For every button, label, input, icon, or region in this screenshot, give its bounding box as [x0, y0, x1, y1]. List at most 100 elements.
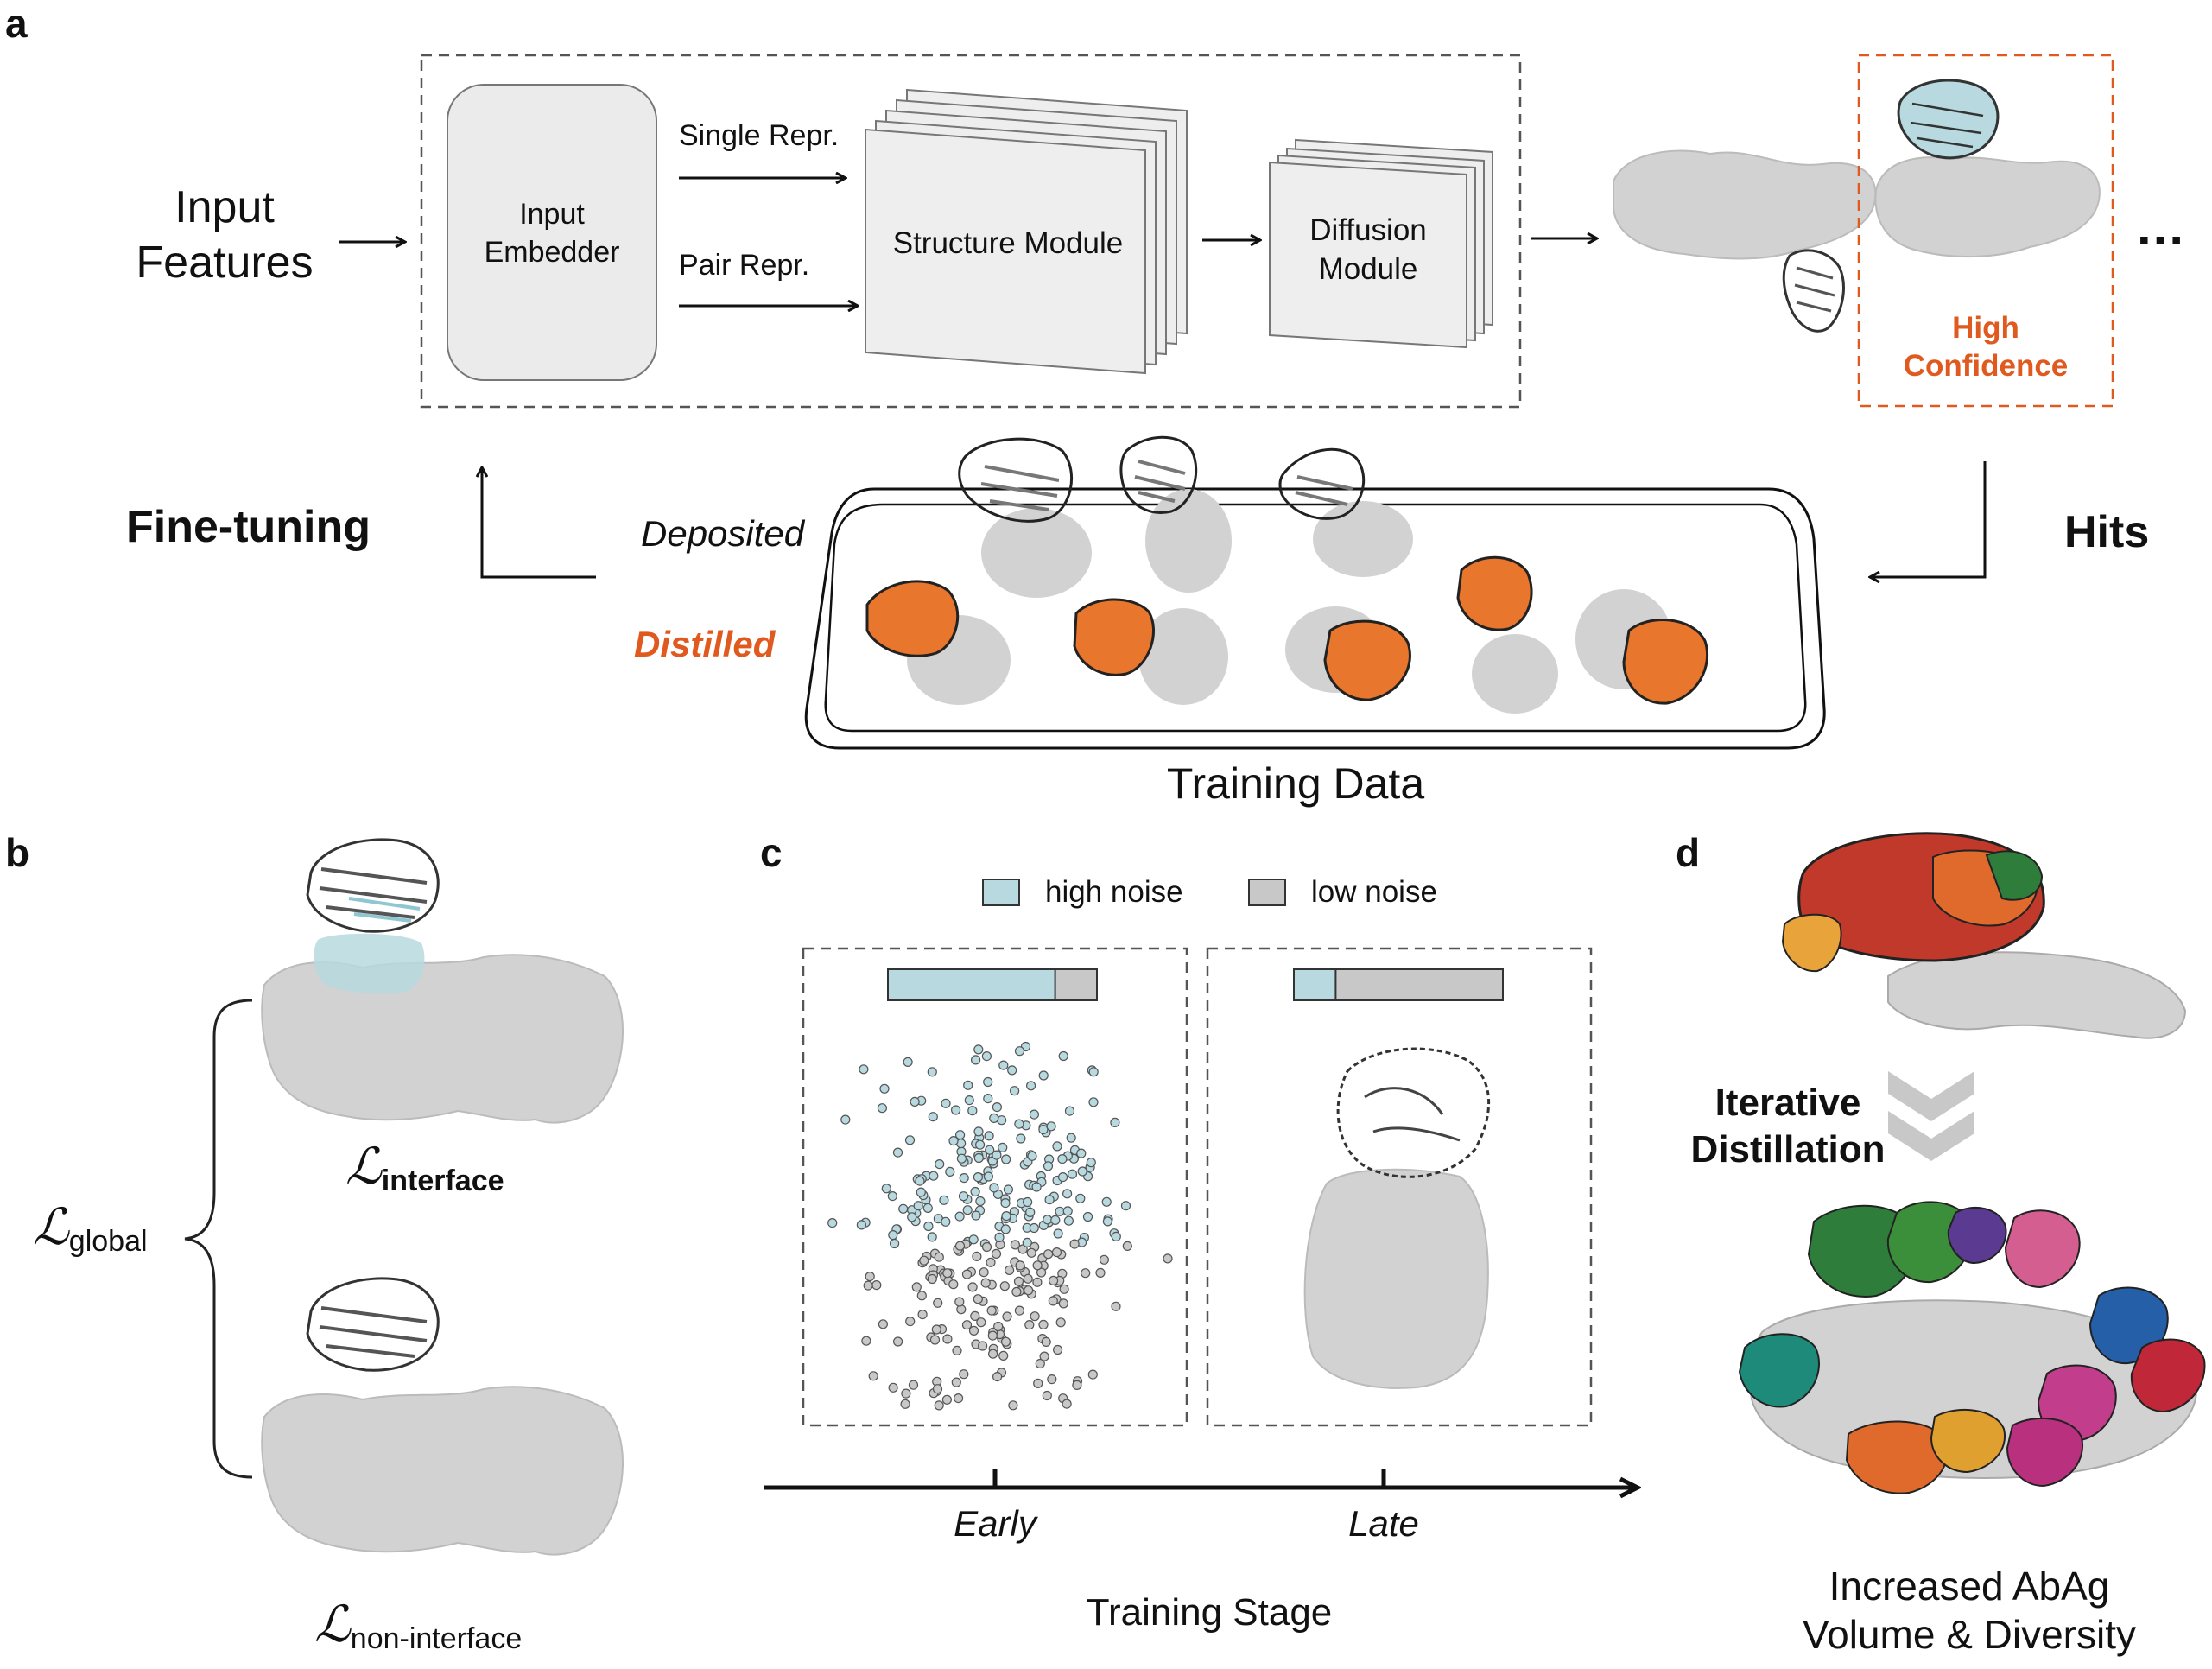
scatter-point	[1038, 1124, 1049, 1135]
ellipsis: ...	[2137, 198, 2186, 256]
scatter-point	[967, 1282, 978, 1292]
scatter-point	[927, 1067, 937, 1077]
scatter-point	[953, 1393, 964, 1404]
scatter-point	[1057, 1153, 1068, 1164]
scatter-point	[1002, 1311, 1012, 1322]
scatter-point	[998, 1060, 1009, 1070]
scatter-point	[984, 1131, 994, 1141]
loss-interface-sub: interface	[381, 1164, 504, 1197]
scatter-point	[1000, 1224, 1011, 1234]
scatter-point	[973, 1171, 984, 1183]
scatter-point	[941, 1098, 951, 1108]
scatter-point	[964, 1095, 974, 1106]
scatter-point	[1042, 1390, 1052, 1401]
input-features-line2: Features	[136, 238, 314, 288]
early-bar-low-part	[1055, 969, 1097, 1000]
tick-late-label: Late	[1348, 1503, 1419, 1544]
scatter-point	[1022, 1237, 1032, 1248]
scatter-point	[928, 1112, 938, 1122]
scatter-point	[1120, 1201, 1131, 1211]
scatter-point	[1076, 1148, 1087, 1158]
scatter-point	[967, 1106, 978, 1116]
structure-module-stack	[865, 88, 1188, 375]
scatter-point	[901, 1388, 911, 1399]
late-box	[1206, 947, 1593, 1427]
input-features-line1: Input	[174, 182, 275, 232]
scatter-point	[1088, 1097, 1099, 1107]
diffusion-module-label: Diffusion Module	[1270, 211, 1467, 289]
high-confidence-line2: Confidence	[1903, 349, 2069, 383]
scatter-point	[1111, 1301, 1121, 1311]
scatter-point	[1027, 1151, 1037, 1161]
scatter-point	[954, 1241, 966, 1251]
scatter-point	[1163, 1253, 1173, 1264]
diffusion-module-stack	[1269, 138, 1493, 349]
early-box	[802, 947, 1188, 1427]
scatter-point	[950, 1105, 961, 1115]
scatter-point	[1043, 1161, 1054, 1171]
scatter-point	[1050, 1215, 1061, 1226]
scatter-point	[900, 1399, 910, 1409]
training-data-tray	[804, 487, 1826, 750]
scatter-point	[983, 1171, 994, 1182]
fine-tuning-label: Fine-tuning	[126, 502, 371, 552]
scatter-point	[954, 1297, 965, 1307]
scatter-point	[1059, 1284, 1069, 1294]
scatter-point	[954, 1211, 965, 1222]
scatter-point	[1011, 1286, 1022, 1298]
late-complex	[1303, 1047, 1490, 1389]
scatter-point	[1009, 1086, 1020, 1096]
scatter-point	[871, 1279, 882, 1291]
scatter-point	[1003, 1184, 1014, 1195]
scatter-point	[970, 1055, 981, 1065]
scatter-point	[908, 1380, 919, 1390]
scatter-point	[1102, 1216, 1113, 1227]
scatter-point	[1026, 1247, 1036, 1258]
training-stage-title: Training Stage	[1086, 1591, 1333, 1634]
scatter-point	[1014, 1046, 1025, 1057]
scatter-point	[929, 1335, 941, 1345]
scatter-point	[961, 1320, 973, 1330]
scatter-point	[992, 1150, 1002, 1160]
scatter-point	[1051, 1247, 1062, 1258]
scatter-point	[863, 1280, 873, 1291]
scatter-point	[1023, 1285, 1034, 1296]
scatter-point	[879, 1083, 890, 1094]
scatter-point	[1053, 1228, 1063, 1239]
scatter-point	[958, 1191, 969, 1202]
scatter-point	[948, 1135, 959, 1146]
scatter-point	[1069, 1239, 1080, 1249]
legend-low-swatch	[1248, 879, 1286, 906]
scatter-point	[892, 1336, 903, 1347]
scatter-point	[1017, 1244, 1028, 1254]
panel-c-label: c	[760, 830, 783, 875]
scatter-point	[881, 1184, 891, 1194]
diffusion-module-line2: Module	[1318, 252, 1418, 286]
scatter-point	[913, 1201, 923, 1211]
scatter-point	[942, 1268, 953, 1279]
scatter-point	[979, 1267, 989, 1278]
early-noise-bar	[887, 968, 1098, 1001]
loss-interface: ℒinterface	[345, 1137, 504, 1198]
scatter-point	[980, 1278, 991, 1288]
loss-noninterface-symbol: ℒ	[314, 1595, 351, 1653]
scatter-point	[1008, 1400, 1018, 1411]
scatter-point	[961, 1269, 973, 1279]
scatter-point	[1046, 1121, 1056, 1132]
scatter-point	[945, 1166, 955, 1177]
scatter-point	[992, 1101, 1003, 1113]
scatter-point	[919, 1255, 929, 1266]
scatter-point	[1072, 1380, 1082, 1391]
hits-arrow	[1871, 461, 1987, 577]
iterative-distillation-label: Iterative Distillation	[1684, 1080, 1892, 1173]
scatter-point	[1122, 1241, 1132, 1252]
scatter-point	[973, 1126, 984, 1137]
scatter-point	[941, 1216, 951, 1227]
scatter-point	[963, 1080, 973, 1090]
scatter-point	[1010, 1240, 1021, 1250]
increased-line2: Volume & Diversity	[1802, 1612, 2136, 1657]
loss-interface-symbol: ℒ	[345, 1137, 382, 1196]
scatter-point	[878, 1319, 889, 1329]
scatter-point	[915, 1176, 925, 1186]
